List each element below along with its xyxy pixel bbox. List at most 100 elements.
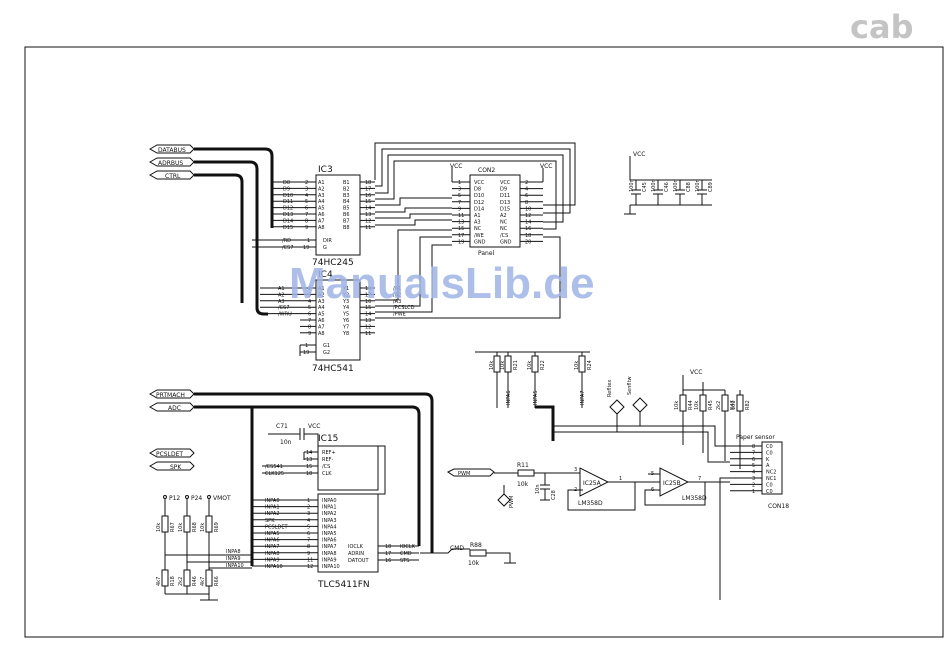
res-ref: R46 <box>192 576 198 586</box>
ic15-pin-name: IOCLK <box>348 544 364 550</box>
connector-pin-number: 2 <box>752 482 755 488</box>
ic15-net-label: IOCLK <box>400 544 416 550</box>
con2-pin-number: 5 <box>458 193 461 199</box>
svg-text:10n: 10n <box>280 439 292 446</box>
ic4-pin-name: A6 <box>318 318 325 324</box>
ic4-pin-number: 17 <box>365 292 371 298</box>
pwm-port: PWM <box>458 471 470 477</box>
sensor-label: Refltex <box>607 380 613 397</box>
ic3-pin-name: B5 <box>343 206 350 212</box>
cap-ref: C89 <box>708 182 714 192</box>
opamp-part: LM358D <box>578 500 603 507</box>
res-value: 2k2 <box>716 401 722 410</box>
connector-pin-number: 4 <box>752 470 755 476</box>
con2-pin-number: 6 <box>525 193 528 199</box>
ic4-pin-name: A3 <box>318 299 325 305</box>
svg-text:ADRBUS: ADRBUS <box>158 160 183 167</box>
res-value: 10k <box>674 401 680 410</box>
res-value: 10k <box>200 523 206 532</box>
res-value: 10k <box>517 481 529 488</box>
ic15-net-label: /CS541 <box>265 464 283 470</box>
res-value: 4k7 <box>200 577 206 586</box>
ic3-pin-number: 18 <box>365 180 371 186</box>
pin-num: 1 <box>619 476 622 482</box>
con2-pin-number: 15 <box>458 226 464 232</box>
res-ref: R44 <box>688 400 694 410</box>
con2-pin-name: D15 <box>500 206 510 212</box>
panel-wiring <box>374 142 576 319</box>
ic3-pin-number: 3 <box>305 186 308 192</box>
ic15-pin-name: REF- <box>322 457 334 463</box>
ic3-net-label: D13 <box>283 212 293 218</box>
con2-pin-number: 12 <box>525 213 531 219</box>
ic4-pin-number: 9 <box>308 331 311 337</box>
svg-text:TLC5411FN: TLC5411FN <box>317 580 370 590</box>
ic3-pin-number: 8 <box>305 218 308 224</box>
ic3-pin-name: A2 <box>318 186 325 192</box>
ic4-pin-name: Y3 <box>342 299 349 305</box>
res-value: 2k2 <box>178 577 184 586</box>
ic4-net-label: /A2 <box>393 292 401 298</box>
ic3-net-label: D15 <box>283 225 293 231</box>
pin-num: 3 <box>574 467 577 473</box>
ic15-pin-number: 2 <box>307 505 310 511</box>
cap-value: 100n <box>673 179 679 192</box>
con2-pin-name: A1 <box>474 213 481 219</box>
ic4-pin-name: Y5 <box>342 312 349 318</box>
ic15-pin-number: 17 <box>385 551 391 557</box>
ic4-g2-num: 19 <box>303 350 309 356</box>
con2-pin-name: A2 <box>500 213 507 219</box>
ic15-net-label: INPA1 <box>265 505 280 511</box>
net-label: INPA7 <box>580 390 586 405</box>
con2-pin-name: GND <box>500 239 512 245</box>
net-label: INPA6 <box>506 390 512 405</box>
connector-pin-name: A <box>766 463 770 469</box>
port-adc: ADC <box>148 402 195 412</box>
ic15-pin-number: 1 <box>307 498 310 504</box>
con2-pin-name: D13 <box>500 200 510 206</box>
con2-pin-name: D14 <box>474 206 484 212</box>
ic3-pin-name: A3 <box>318 193 325 199</box>
ic3-net-label: D10 <box>283 193 293 199</box>
ic15-pin-name: CLK <box>322 471 332 477</box>
res-ref: R11 <box>517 462 529 469</box>
ic15-net-label: INPA5 <box>265 531 280 537</box>
svg-text:PCSLDET: PCSLDET <box>156 451 183 458</box>
supply-label: P24 <box>191 495 202 502</box>
ic15-pin-name: INPA3 <box>322 518 337 524</box>
con2-pin-name: D8 <box>474 187 481 193</box>
con2-pin-number: 14 <box>525 220 531 226</box>
ic4-pin-name: A4 <box>318 305 325 311</box>
opamp-ref: IC25B <box>663 480 681 487</box>
ic3-net-label: D14 <box>283 218 293 224</box>
con2-pin-name: VCC <box>474 180 485 186</box>
ic4-pin-name: Y6 <box>342 318 349 324</box>
svg-text:DATABUS: DATABUS <box>158 147 186 154</box>
res-value: 10k <box>527 361 533 370</box>
svg-text:ADC: ADC <box>168 405 181 412</box>
con2-pin-number: 13 <box>458 220 464 226</box>
ic3-pin-number: 6 <box>305 206 308 212</box>
ic4-g1-num: 1 <box>305 343 308 349</box>
connector-pin-number: 3 <box>752 476 755 482</box>
port-pcsldet: PCSLDET <box>148 448 195 458</box>
res-value: 10k <box>178 523 184 532</box>
cap-ref: C46 <box>664 182 670 192</box>
ic3-net-label: D11 <box>283 199 293 205</box>
svg-text:SPK: SPK <box>170 464 182 471</box>
con2-pin-number: 1 <box>458 180 461 186</box>
connector-pin-number: 1 <box>752 489 755 495</box>
con2-pin-number: 19 <box>458 239 464 245</box>
ic15-net-label: INPA0 <box>265 498 280 504</box>
ic4-pin-name: A5 <box>318 312 325 318</box>
con2-pin-number: 3 <box>458 187 461 193</box>
svg-text:CTRL: CTRL <box>165 173 181 180</box>
con2-pin-number: 11 <box>458 213 464 219</box>
ic15-pin-number: 14 <box>306 450 312 456</box>
supply-label: VMOT <box>213 495 231 502</box>
connector-pin-name: C0 <box>766 450 773 456</box>
res-ref: R21 <box>513 360 519 370</box>
port-spk: SPK <box>148 461 195 471</box>
